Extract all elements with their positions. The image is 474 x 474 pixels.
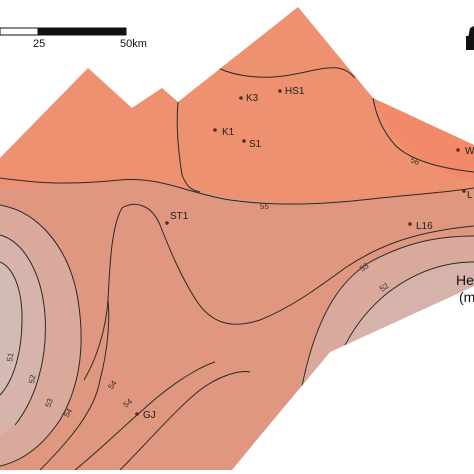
well-marker bbox=[213, 128, 217, 132]
contour-st1-line bbox=[121, 203, 474, 325]
scale-label-25: 25 bbox=[33, 38, 45, 50]
contour-55-line bbox=[0, 177, 474, 205]
well-marker bbox=[242, 139, 246, 143]
scale-bar: 25 50km bbox=[0, 27, 147, 50]
well-k3: K3 bbox=[239, 93, 259, 104]
contour-label-53-west: 53 bbox=[43, 397, 55, 409]
well-marker bbox=[462, 189, 466, 193]
scale-label-50km: 50km bbox=[120, 38, 147, 50]
scale-bar-white-segment bbox=[0, 27, 39, 36]
well-marker bbox=[135, 412, 139, 416]
well-marker bbox=[239, 96, 243, 100]
legend-title-line1: He bbox=[456, 272, 474, 288]
well-label: K3 bbox=[246, 93, 259, 104]
contour-53-line bbox=[297, 235, 474, 411]
well-label: W bbox=[465, 146, 474, 157]
contour-label-55: 55 bbox=[260, 202, 269, 211]
contour-52-east-line bbox=[339, 261, 474, 356]
north-arrow-icon bbox=[466, 26, 474, 50]
well-label: HS1 bbox=[285, 86, 305, 97]
well-l16: L16 bbox=[408, 221, 433, 232]
well-label: ST1 bbox=[170, 211, 189, 222]
contour-label-52-west: 52 bbox=[27, 373, 38, 384]
well-label: L bbox=[467, 190, 473, 201]
contour-51-line bbox=[0, 261, 23, 396]
contour-54-gj-line bbox=[119, 371, 251, 470]
contour-53-west-line bbox=[0, 204, 82, 467]
well-w: W bbox=[456, 146, 474, 157]
well-marker bbox=[456, 148, 460, 152]
scale-bar-black-segment bbox=[37, 27, 127, 36]
well-marker bbox=[408, 222, 412, 226]
well-s1: S1 bbox=[242, 139, 262, 150]
well-label: GJ bbox=[143, 410, 156, 421]
well-gj: GJ bbox=[135, 410, 156, 421]
contour-54-south-line bbox=[74, 361, 216, 470]
well-l: L bbox=[462, 189, 473, 201]
contour-lines bbox=[0, 67, 474, 470]
contour-labels: 56 55 53 52 51 52 53 54 54 54 bbox=[5, 155, 421, 419]
contour-label-51: 51 bbox=[5, 351, 16, 362]
contour-54-west-line bbox=[39, 299, 110, 470]
well-hs1: HS1 bbox=[278, 86, 305, 97]
well-label: K1 bbox=[222, 127, 235, 138]
well-marker bbox=[165, 221, 169, 225]
well-label: L16 bbox=[416, 221, 433, 232]
well-marker bbox=[278, 89, 282, 93]
well-label: S1 bbox=[249, 139, 262, 150]
legend-title-line2: (m bbox=[459, 289, 474, 305]
contour-52-west-line bbox=[0, 234, 46, 426]
zone-high-north bbox=[0, 7, 474, 203]
wells: K3 HS1 K1 S1 W L bbox=[135, 86, 474, 421]
legend: He (m bbox=[456, 272, 474, 305]
contour-inner-north-line bbox=[176, 101, 201, 193]
well-k1: K1 bbox=[213, 127, 235, 138]
contour-56-line bbox=[372, 97, 474, 173]
contour-label-56: 56 bbox=[409, 155, 421, 167]
well-st1: ST1 bbox=[165, 211, 189, 225]
zone-high-northeast bbox=[373, 98, 474, 180]
contour-hs-line bbox=[217, 67, 356, 79]
